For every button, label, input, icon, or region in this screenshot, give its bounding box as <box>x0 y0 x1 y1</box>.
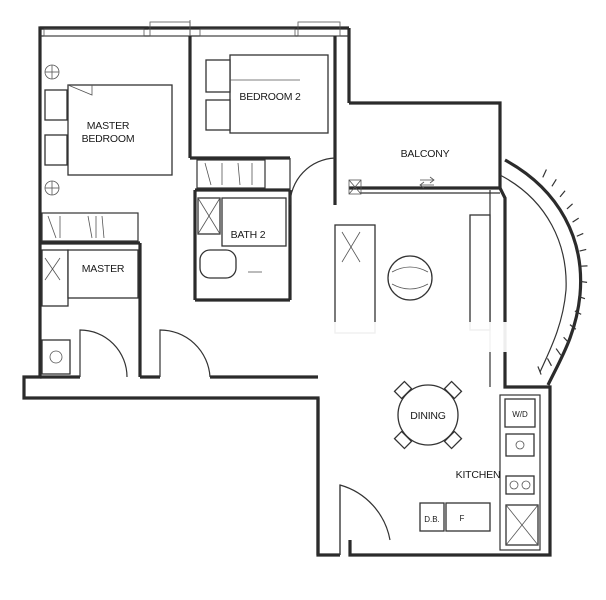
room-label-dining: DINING <box>410 410 446 422</box>
lamp-icon <box>387 255 433 301</box>
room-label-master-bath: MASTER <box>82 263 125 275</box>
master-bedroom: MASTER BEDROOM <box>41 64 173 242</box>
bay-window-tick <box>566 203 573 210</box>
dining-area: DINING <box>393 380 463 450</box>
room-label-balcony: BALCONY <box>401 148 450 160</box>
kitchen: W/D KITCHEN D.B. F <box>419 394 541 551</box>
living-area <box>205 214 535 352</box>
bay-window-tick <box>546 358 552 367</box>
chair-icon <box>443 380 463 400</box>
interior-walls <box>40 36 500 555</box>
sink-icon <box>505 433 535 457</box>
table-icon <box>397 384 459 446</box>
bay-window-tick <box>579 248 587 252</box>
bay-window-tick <box>574 310 582 315</box>
chair-icon <box>393 380 413 400</box>
room-label-bath-2: BATH 2 <box>231 229 266 241</box>
balcony: BALCONY <box>348 148 450 195</box>
stove-icon <box>505 475 535 495</box>
bay-window-tick <box>576 232 584 237</box>
room-label-kitchen: KITCHEN <box>456 469 501 481</box>
door-swing-icon <box>159 329 211 378</box>
fixture-label-wd: W/D <box>512 410 528 419</box>
bed-icon <box>229 54 329 134</box>
sink-icon <box>41 339 71 375</box>
shower-icon <box>67 249 139 299</box>
bay-window-tick <box>563 336 570 344</box>
fixture-label-fridge: F <box>460 514 465 523</box>
chair-icon <box>443 430 463 450</box>
sofa-icon <box>334 224 376 334</box>
bay-window-tick <box>578 295 586 300</box>
toilet-icon <box>199 249 237 279</box>
bay-window-tick <box>542 169 547 178</box>
bay-window-tick <box>559 190 566 198</box>
bay-window-tick <box>572 217 580 223</box>
doors <box>79 157 435 555</box>
bay-window-tick <box>537 366 542 375</box>
door-swing-icon <box>339 484 391 555</box>
room-label-master-bedroom-1: MASTER <box>87 120 130 132</box>
bay-window-tick <box>555 348 562 356</box>
bedroom-2: BEDROOM 2 <box>196 54 329 189</box>
door-swing-icon <box>79 329 128 378</box>
curved-bay-window <box>499 158 588 386</box>
room-label-master-bedroom-2: BEDROOM <box>82 133 135 145</box>
bath-2: BATH 2 <box>197 197 287 279</box>
fixture-label-db: D.B. <box>424 515 440 524</box>
master-bath: MASTER <box>41 249 139 375</box>
door-swing-icon <box>289 157 336 206</box>
sliding-door-icon <box>419 176 435 189</box>
bed-icon <box>67 84 173 176</box>
room-label-bedroom-2: BEDROOM 2 <box>239 91 301 103</box>
chair-icon <box>393 430 413 450</box>
bay-window-tick <box>551 178 557 187</box>
bay-window-tick <box>569 324 577 330</box>
bay-window-tick <box>580 280 588 283</box>
